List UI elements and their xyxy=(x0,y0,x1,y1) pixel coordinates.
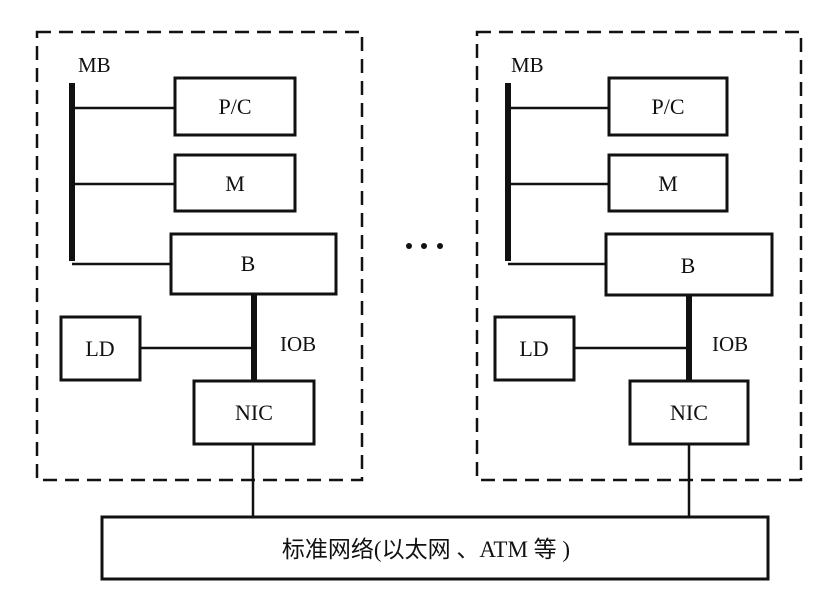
ellipsis-dot xyxy=(437,243,443,249)
memory-box xyxy=(607,153,729,213)
memory-bus-label: MB xyxy=(78,53,111,77)
nic-label: NIC xyxy=(235,400,273,425)
memory-bus-label: MB xyxy=(511,53,544,77)
node-right: MB P/C M B IOB LD NIC xyxy=(475,30,803,517)
io-bus-label: IOB xyxy=(280,332,316,356)
bridge-box xyxy=(169,232,338,296)
processor-cache-box xyxy=(173,76,297,137)
nic-box xyxy=(192,379,316,446)
node-left: MB P/C M B IOB LD NIC xyxy=(35,30,364,517)
memory-box xyxy=(173,153,297,213)
ellipsis-dot xyxy=(406,243,412,249)
ellipsis-dot xyxy=(421,243,427,249)
standard-network: 标准网络(以太网 、ATM 等 ) xyxy=(100,515,770,581)
nic-label: NIC xyxy=(670,400,708,425)
more-nodes-ellipsis xyxy=(406,243,443,249)
bridge-label: B xyxy=(681,253,696,278)
processor-cache-box xyxy=(607,76,729,137)
bridge-box xyxy=(604,232,774,297)
processor-cache-label: P/C xyxy=(218,94,251,119)
memory-label: M xyxy=(225,171,245,196)
network-box xyxy=(100,515,770,581)
local-disk-box xyxy=(59,315,142,382)
node-right-boundary xyxy=(475,30,803,482)
processor-cache-label: P/C xyxy=(651,94,684,119)
memory-label: M xyxy=(658,171,678,196)
network-label: 标准网络(以太网 、ATM 等 ) xyxy=(282,537,570,562)
bridge-label: B xyxy=(241,251,256,276)
local-disk-label: LD xyxy=(85,336,114,361)
io-bus-label: IOB xyxy=(712,332,748,356)
node-left-boundary xyxy=(35,30,364,482)
local-disk-label: LD xyxy=(519,336,548,361)
